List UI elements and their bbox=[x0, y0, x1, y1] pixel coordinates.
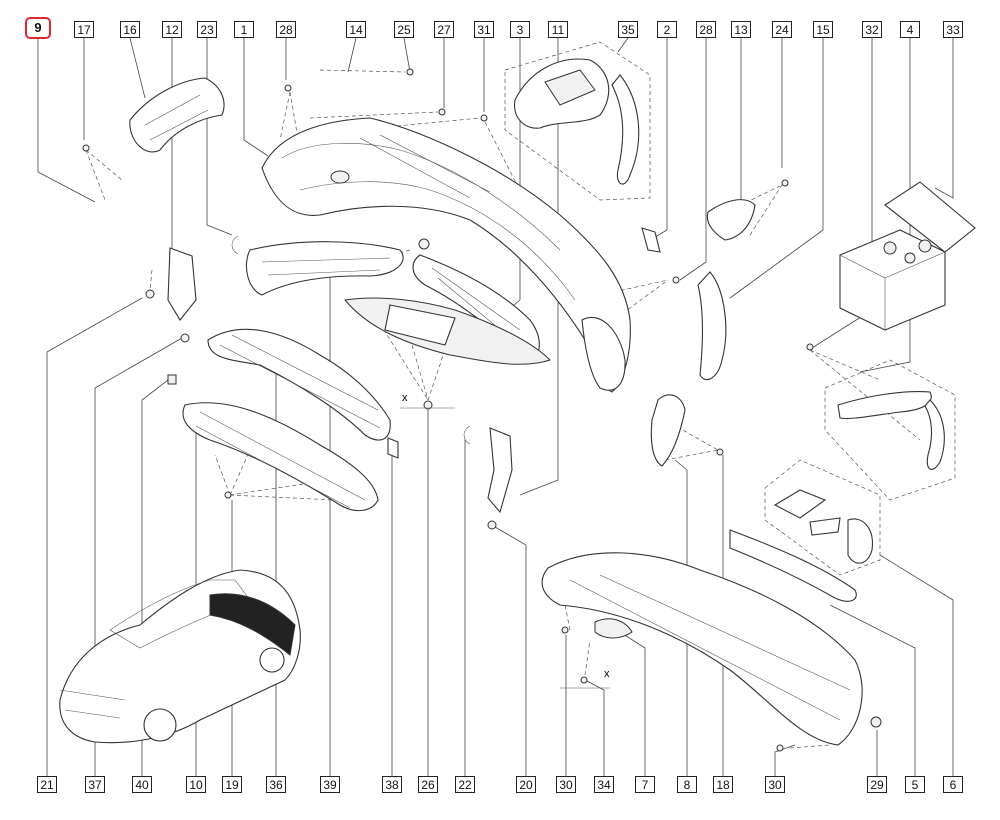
fastener-box-33 bbox=[839, 181, 976, 331]
leader-lines bbox=[37, 37, 954, 776]
part-label[interactable]: 3 bbox=[510, 21, 530, 38]
part-label[interactable]: 25 bbox=[394, 21, 414, 38]
side-trim bbox=[581, 317, 626, 391]
impact-absorber-23 bbox=[245, 241, 404, 296]
bracket-12 bbox=[167, 247, 197, 321]
dashed-group-6 bbox=[764, 459, 881, 576]
bezel-6 bbox=[773, 489, 873, 564]
part-label[interactable]: 30 bbox=[556, 776, 576, 793]
part-label[interactable]: 34 bbox=[594, 776, 614, 793]
fasteners bbox=[82, 68, 882, 752]
part-label[interactable]: 16 bbox=[120, 21, 140, 38]
clip-2 bbox=[641, 227, 661, 253]
bracket-13 bbox=[706, 199, 756, 241]
part-label[interactable]: 31 bbox=[474, 21, 494, 38]
axis-x-mark: x bbox=[604, 668, 610, 680]
part-label[interactable]: 29 bbox=[867, 776, 887, 793]
bracket-35 bbox=[514, 58, 640, 185]
part-label[interactable]: 14 bbox=[346, 21, 366, 38]
part-label[interactable]: 5 bbox=[905, 776, 925, 793]
part-label[interactable]: 24 bbox=[772, 21, 792, 38]
part-label[interactable]: 23 bbox=[197, 21, 217, 38]
part-label[interactable]: 12 bbox=[162, 21, 182, 38]
part-label[interactable]: 26 bbox=[418, 776, 438, 793]
liner-15 bbox=[697, 271, 727, 380]
part-label[interactable]: 35 bbox=[618, 21, 638, 38]
part-label[interactable]: 30 bbox=[765, 776, 785, 793]
dashed-group-35 bbox=[504, 41, 651, 201]
part-label[interactable]: 32 bbox=[862, 21, 882, 38]
dashed-group-4 bbox=[824, 359, 956, 501]
clip-23 bbox=[231, 235, 239, 255]
bracket-20 bbox=[487, 427, 513, 514]
part-label[interactable]: 28 bbox=[276, 21, 296, 38]
trim-set-4 bbox=[837, 391, 945, 470]
part-label-highlighted[interactable]: 9 bbox=[25, 17, 51, 39]
part-label[interactable]: 7 bbox=[635, 776, 655, 793]
vehicle-locator bbox=[59, 569, 301, 744]
part-label[interactable]: 2 bbox=[657, 21, 677, 38]
part-label[interactable]: 6 bbox=[943, 776, 963, 793]
part-label[interactable]: 4 bbox=[900, 21, 920, 38]
part-label[interactable]: 13 bbox=[731, 21, 751, 38]
bracket-16 bbox=[129, 77, 225, 153]
lower-bumper-5 bbox=[541, 529, 863, 746]
part-label[interactable]: 39 bbox=[320, 776, 340, 793]
part-label[interactable]: 33 bbox=[943, 21, 963, 38]
absorber-10 bbox=[182, 402, 379, 512]
part-label[interactable]: 40 bbox=[132, 776, 152, 793]
axis-marks bbox=[400, 407, 610, 689]
part-label[interactable]: 1 bbox=[234, 21, 254, 38]
part-label[interactable]: 19 bbox=[222, 776, 242, 793]
part-label[interactable]: 11 bbox=[548, 21, 568, 38]
undertray-39 bbox=[344, 297, 551, 365]
part-label[interactable]: 15 bbox=[813, 21, 833, 38]
part-label[interactable]: 18 bbox=[713, 776, 733, 793]
part-label[interactable]: 10 bbox=[186, 776, 206, 793]
axis-x-mark: x bbox=[402, 392, 408, 404]
part-label[interactable]: 27 bbox=[434, 21, 454, 38]
part-label[interactable]: 36 bbox=[266, 776, 286, 793]
part-label[interactable]: 17 bbox=[74, 21, 94, 38]
part-label[interactable]: 21 bbox=[37, 776, 57, 793]
clip-22 bbox=[463, 425, 471, 445]
part-label[interactable]: 28 bbox=[696, 21, 716, 38]
part-label[interactable]: 37 bbox=[85, 776, 105, 793]
clip-38 bbox=[387, 437, 399, 459]
beam-36 bbox=[207, 328, 391, 441]
part-label[interactable]: 22 bbox=[455, 776, 475, 793]
bracket-8 bbox=[650, 394, 686, 467]
part-label[interactable]: 38 bbox=[382, 776, 402, 793]
part-label[interactable]: 8 bbox=[677, 776, 697, 793]
part-label[interactable]: 20 bbox=[516, 776, 536, 793]
